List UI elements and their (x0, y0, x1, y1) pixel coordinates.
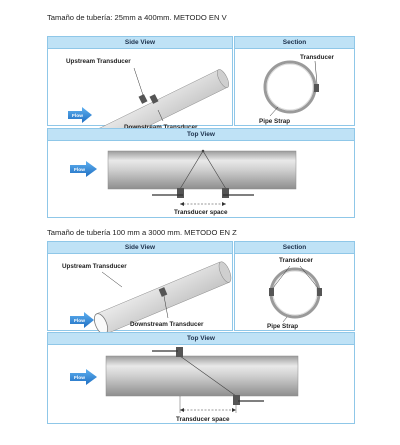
v-top-view-title: Top View (48, 129, 354, 141)
pipe-cross-section (266, 63, 314, 111)
spacing-arrow-left (180, 202, 184, 206)
upstream-transducer-label: Upstream Transducer (66, 58, 131, 65)
transducer-block (314, 84, 319, 92)
v-side-view-panel: Side View Upstream Transducer Downstream… (47, 36, 233, 148)
left-transducer-block (269, 288, 274, 296)
spacing-arrow-left (180, 408, 184, 412)
z-section-title: Section (235, 242, 354, 254)
flow-arrow: Flow (70, 369, 97, 385)
downstream-transducer-label: Downstream Transducer (124, 124, 198, 131)
spacing-arrow-right (232, 408, 236, 412)
upstream-transducer-label: Upstream Transducer (62, 263, 127, 270)
flow-label: Flow (72, 113, 83, 119)
upstream-leader (133, 67, 144, 96)
v-section-title: Section (235, 37, 354, 49)
flow-arrow: Flow (68, 107, 92, 123)
z-top-view-panel: Top View Transducer space Flow (47, 332, 355, 424)
z-section-panel: Section Transducer Pipe Strap (234, 241, 355, 331)
reflection-point (201, 149, 205, 153)
v-side-view-title: Side View (48, 37, 232, 49)
flow-label: Flow (74, 375, 85, 381)
section-transducer-label: Transducer (300, 54, 334, 61)
v-section-diagram: Transducer Pipe Strap (259, 54, 334, 125)
transducer-leader-right (299, 265, 319, 289)
upstream-transducer (176, 347, 183, 357)
downstream-transducer-label: Downstream Transducer (130, 321, 204, 328)
flow-arrow: Flow (70, 312, 94, 328)
z-side-view-diagram: Upstream Transducer Downstream Transduce… (62, 261, 232, 335)
downstream-leader (157, 109, 164, 122)
v-section-panel: Section Transducer Pipe Strap (234, 36, 355, 126)
z-side-view-title: Side View (48, 242, 232, 254)
z-method-heading: Tamaño de tubería 100 mm a 3000 mm. METO… (47, 228, 237, 237)
v-method-heading: Tamaño de tubería: 25mm a 400mm. METODO … (47, 13, 227, 22)
upstream-leader (101, 271, 123, 288)
flow-label: Flow (74, 318, 85, 324)
transducer-leader (314, 60, 318, 85)
flow-arrow: Flow (70, 161, 97, 177)
z-side-view-panel: Side View Upstream Transducer Downstream… (47, 241, 233, 335)
v-top-view-panel: Top View Transducer space Flow (47, 128, 355, 218)
section-transducer-label: Transducer (279, 257, 313, 264)
downstream-transducer (233, 395, 240, 405)
transducer-space-label: Transducer space (176, 416, 230, 423)
upstream-transducer (138, 94, 148, 104)
spacing-arrow-right (222, 202, 226, 206)
pipe-strap-leader (282, 316, 288, 323)
pipe (105, 355, 299, 397)
right-transducer-block (317, 288, 322, 296)
upstream-transducer (177, 188, 184, 198)
v-top-view-diagram: Transducer space Flow (70, 149, 297, 216)
transducer-space-label: Transducer space (174, 209, 228, 216)
flow-label: Flow (74, 167, 85, 173)
z-top-view-title: Top View (48, 333, 354, 345)
downstream-transducer (222, 188, 229, 198)
pipe-strap-ring (263, 60, 317, 114)
transducer-leader-left (272, 265, 291, 289)
pipe-strap-leader (269, 106, 279, 117)
downstream-leader (163, 295, 169, 319)
downstream-transducer (158, 287, 168, 297)
z-top-view-diagram: Transducer space Flow (70, 347, 299, 423)
pipe-strap-label: Pipe Strap (259, 118, 290, 125)
v-side-view-diagram: Upstream Transducer Downstream Transduce… (66, 58, 230, 148)
z-section-diagram: Transducer Pipe Strap (267, 257, 322, 330)
pipe-strap-label: Pipe Strap (267, 323, 298, 330)
pipe-end-far (218, 261, 232, 283)
pipe-strap-ring (269, 267, 321, 319)
downstream-transducer (149, 94, 159, 104)
pipe (107, 150, 297, 190)
z-sound-path (179, 355, 237, 397)
pipe-end-far (216, 69, 230, 88)
